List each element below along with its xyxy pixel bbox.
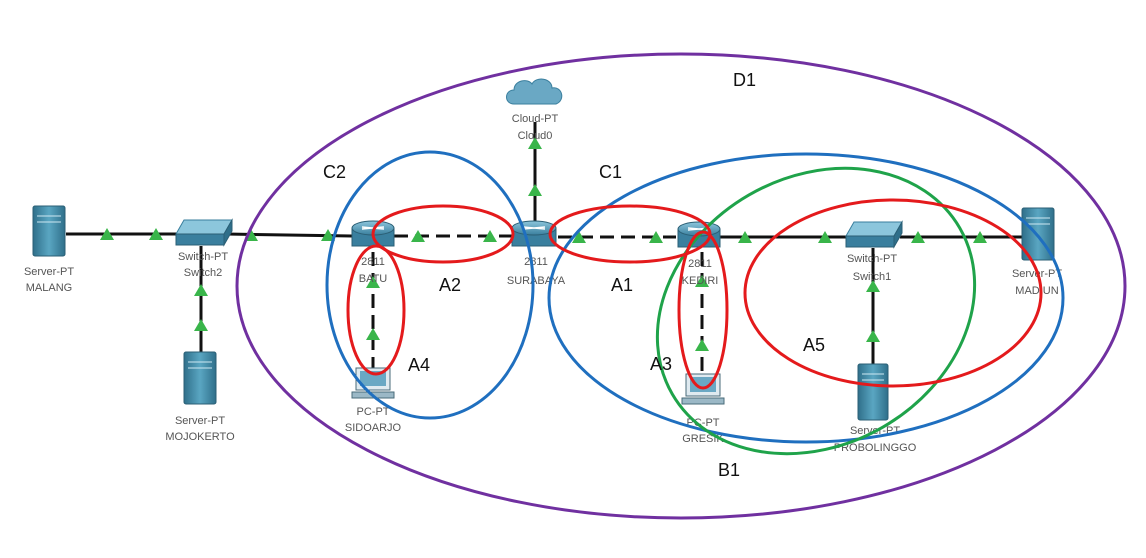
pc-icon bbox=[681, 373, 725, 405]
region-labels: D1 C2 C1 A2 A1 A4 A3 A5 B1 bbox=[323, 70, 825, 480]
link-up-arrow bbox=[194, 284, 208, 296]
pc-sidoarjo[interactable]: PC-PT SIDOARJO bbox=[345, 367, 402, 434]
device-name-label: MALANG bbox=[26, 282, 72, 294]
link-up-arrow bbox=[483, 230, 497, 242]
link-up-arrow bbox=[100, 228, 114, 240]
device-name-label: PROBOLINGGO bbox=[834, 442, 917, 454]
link-up-arrow bbox=[695, 339, 709, 351]
switch-icon bbox=[175, 218, 233, 247]
cloud-icon bbox=[506, 78, 563, 105]
device-type-label: Server-PT bbox=[175, 415, 225, 427]
device-name-label: SURABAYA bbox=[507, 275, 566, 287]
device-type-label: Server-PT bbox=[24, 266, 74, 278]
link-up-arrow bbox=[911, 231, 925, 243]
region-a2-outline bbox=[371, 204, 515, 264]
region-label-a1: A1 bbox=[611, 275, 633, 295]
server-madiun[interactable]: Server-PT MADIUN bbox=[1012, 207, 1062, 297]
device-type-label: 2811 bbox=[361, 256, 385, 268]
link-up-arrow bbox=[194, 319, 208, 331]
router-surabaya[interactable]: 2811 SURABAYA bbox=[507, 220, 566, 287]
link-up-arrow bbox=[149, 228, 163, 240]
link-up-arrow bbox=[528, 137, 542, 149]
switch-icon bbox=[845, 220, 903, 249]
device-type-label: 2811 bbox=[688, 258, 712, 270]
switch-switch1[interactable]: Switch-PT Switch1 bbox=[845, 220, 903, 283]
link-up-arrow bbox=[528, 184, 542, 196]
link-up-arrow bbox=[738, 231, 752, 243]
server-malang[interactable]: Server-PT MALANG bbox=[24, 205, 74, 294]
link-up-arrow bbox=[572, 231, 586, 243]
device-name-label: KEDIRI bbox=[682, 275, 719, 287]
region-label-b1: B1 bbox=[718, 460, 740, 480]
link-up-arrow bbox=[866, 280, 880, 292]
server-icon bbox=[32, 205, 66, 257]
region-c1-outline bbox=[547, 152, 1065, 444]
link-up-arrow bbox=[866, 330, 880, 342]
cloud-cloud0[interactable]: Cloud-PT Cloud0 bbox=[506, 78, 563, 142]
link-up-arrow bbox=[411, 230, 425, 242]
region-label-a4: A4 bbox=[408, 355, 430, 375]
server-icon bbox=[183, 351, 217, 405]
link-up-arrow bbox=[818, 231, 832, 243]
device-type-label: Cloud-PT bbox=[512, 113, 559, 125]
device-name-label: SIDOARJO bbox=[345, 422, 402, 434]
region-a5-outline bbox=[743, 198, 1043, 388]
device-name-label: Cloud0 bbox=[518, 130, 553, 142]
link-up-arrow bbox=[366, 276, 380, 288]
device-type-label: 2811 bbox=[524, 256, 548, 268]
link-status-arrows bbox=[100, 137, 987, 351]
region-label-a5: A5 bbox=[803, 335, 825, 355]
region-label-c1: C1 bbox=[599, 162, 622, 182]
switch-switch2[interactable]: Switch-PT Switch2 bbox=[175, 218, 233, 279]
device-name-label: MOJOKERTO bbox=[165, 431, 235, 443]
device-type-label: Switch-PT bbox=[847, 253, 897, 265]
region-c2-outline bbox=[325, 150, 535, 420]
device-name-label: Switch2 bbox=[184, 267, 223, 279]
link-up-arrow bbox=[321, 229, 335, 241]
region-label-a3: A3 bbox=[650, 354, 672, 374]
link-up-arrow bbox=[695, 275, 709, 287]
server-mojokerto[interactable]: Server-PT MOJOKERTO bbox=[165, 351, 235, 443]
region-label-d1: D1 bbox=[733, 70, 756, 90]
device-type-label: PC-PT bbox=[357, 406, 390, 418]
region-d1-outline bbox=[235, 52, 1127, 520]
region-a4-outline bbox=[346, 244, 406, 376]
device-type-label: Switch-PT bbox=[178, 251, 228, 263]
device-name-label: BATU bbox=[359, 273, 388, 285]
link-up-arrow bbox=[366, 328, 380, 340]
link-up-arrow bbox=[649, 231, 663, 243]
device-name-label: Switch1 bbox=[853, 271, 892, 283]
region-b1-outline bbox=[655, 166, 977, 456]
region-label-c2: C2 bbox=[323, 162, 346, 182]
device-name-label: MADIUN bbox=[1015, 285, 1058, 297]
region-label-a2: A2 bbox=[439, 275, 461, 295]
region-a3-outline bbox=[677, 230, 729, 390]
region-outlines bbox=[235, 52, 1127, 520]
server-icon bbox=[857, 363, 889, 421]
link-up-arrow bbox=[973, 231, 987, 243]
